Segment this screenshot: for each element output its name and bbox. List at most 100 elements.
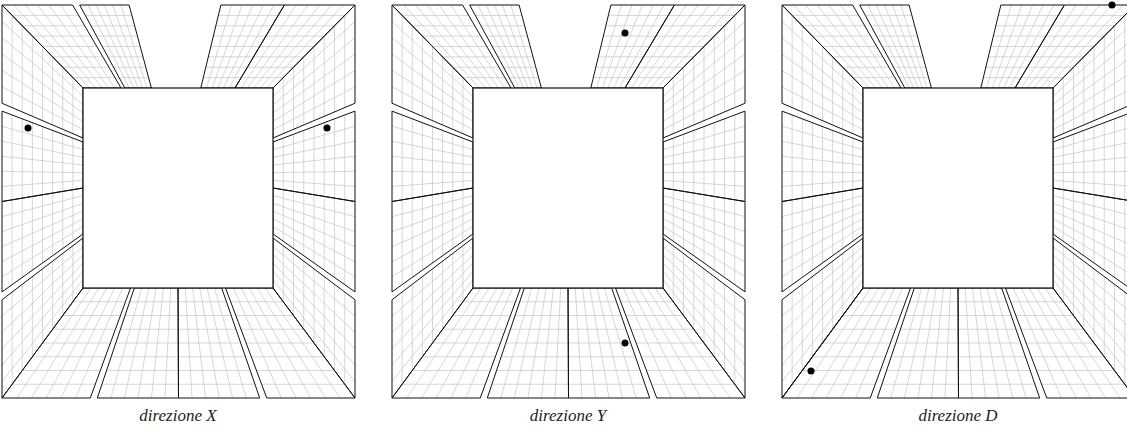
grid-line: [782, 141, 863, 157]
grid-line: [647, 288, 715, 398]
grid-line: [392, 38, 473, 105]
grid-line: [1053, 246, 1127, 316]
grid-line: [663, 255, 745, 333]
grid-line: [994, 288, 1026, 398]
grid-line: [37, 5, 102, 88]
wall-panel: [392, 111, 473, 201]
grid-line: [663, 271, 745, 365]
grid-line: [254, 5, 320, 88]
grid-line: [2, 38, 83, 105]
grid-line: [782, 226, 863, 276]
grid-line: [392, 280, 473, 382]
grid-line: [644, 5, 710, 88]
grid-line: [614, 5, 654, 88]
grid-line: [1053, 71, 1127, 122]
grid-line: [797, 288, 871, 398]
grid-line: [817, 5, 882, 88]
wall-panel: [392, 188, 473, 292]
grid-line: [267, 5, 344, 88]
grid-line: [392, 271, 473, 365]
grid-line: [273, 21, 355, 96]
core-square: [863, 88, 1053, 288]
diagonal-line: [782, 288, 863, 398]
grid-line: [121, 5, 147, 88]
grid-line: [1053, 156, 1127, 165]
grid-line: [893, 5, 923, 88]
grid-line: [663, 196, 745, 217]
wall-panel: [470, 5, 542, 88]
grid-line: [1053, 180, 1127, 186]
grid-line: [965, 288, 972, 398]
grid-line: [655, 288, 730, 398]
grid-line: [782, 219, 863, 262]
grid-line: [46, 288, 107, 398]
grid-line: [404, 5, 480, 88]
grid-line: [273, 255, 355, 333]
wall-panel: [2, 5, 83, 138]
grid-line: [987, 5, 1012, 88]
grid-line: [555, 288, 561, 398]
grid-line: [2, 71, 83, 122]
grid-line: [224, 5, 264, 88]
grid-line: [2, 219, 83, 262]
grid-line: [503, 5, 533, 88]
grid-line: [49, 5, 108, 88]
wall-panel: [1053, 188, 1127, 292]
grid-line: [782, 271, 863, 365]
wall-panel: [625, 5, 745, 88]
grid-line: [2, 196, 83, 217]
grid-line: [973, 288, 986, 398]
grid-line: [265, 288, 340, 398]
grid-line: [2, 180, 83, 186]
grid-line: [811, 288, 878, 398]
grid-line: [2, 171, 83, 172]
grid-line: [782, 280, 863, 382]
grid-line: [392, 226, 473, 276]
grid-line: [604, 288, 636, 398]
grid-line: [2, 156, 83, 165]
grid-line: [2, 211, 83, 247]
load-point: [25, 125, 32, 132]
grid-line: [782, 211, 863, 247]
grid-line: [273, 71, 355, 122]
grid-line: [193, 288, 206, 398]
grid-line: [392, 255, 473, 333]
grid-line: [273, 271, 355, 365]
grid-line: [392, 196, 473, 217]
grid-line: [992, 5, 1022, 88]
direction-caption: direzione Y: [530, 406, 606, 426]
grid-line: [663, 38, 745, 105]
grid-line: [1053, 21, 1127, 96]
grid-line: [663, 21, 745, 96]
grid-line: [782, 180, 863, 186]
grid-line: [663, 203, 745, 231]
grid-line: [2, 203, 83, 231]
wall-panel: [178, 288, 260, 398]
grid-line: [273, 203, 355, 231]
grid-line: [1029, 288, 1091, 398]
grid-line: [241, 5, 296, 88]
grid-line: [427, 5, 492, 88]
grid-line: [663, 263, 745, 349]
grid-line: [2, 141, 83, 157]
grid-line: [2, 126, 83, 149]
grid-line: [608, 5, 643, 88]
load-point: [808, 368, 815, 375]
grid-line: [980, 288, 999, 398]
grid-line: [2, 54, 83, 113]
grid-line: [2, 271, 83, 365]
grid-line: [1021, 288, 1076, 398]
wall-panel: [782, 5, 863, 138]
grid-line: [1053, 219, 1127, 262]
grid-line: [273, 263, 355, 349]
grid-line: [663, 54, 745, 113]
grid-line: [451, 288, 505, 398]
grid-line: [392, 71, 473, 122]
wall-panel: [1006, 288, 1127, 398]
load-point: [622, 340, 629, 347]
plan-panel: [392, 5, 745, 398]
grid-line: [273, 180, 355, 186]
grid-line: [1045, 288, 1120, 398]
grid-line: [257, 288, 325, 398]
